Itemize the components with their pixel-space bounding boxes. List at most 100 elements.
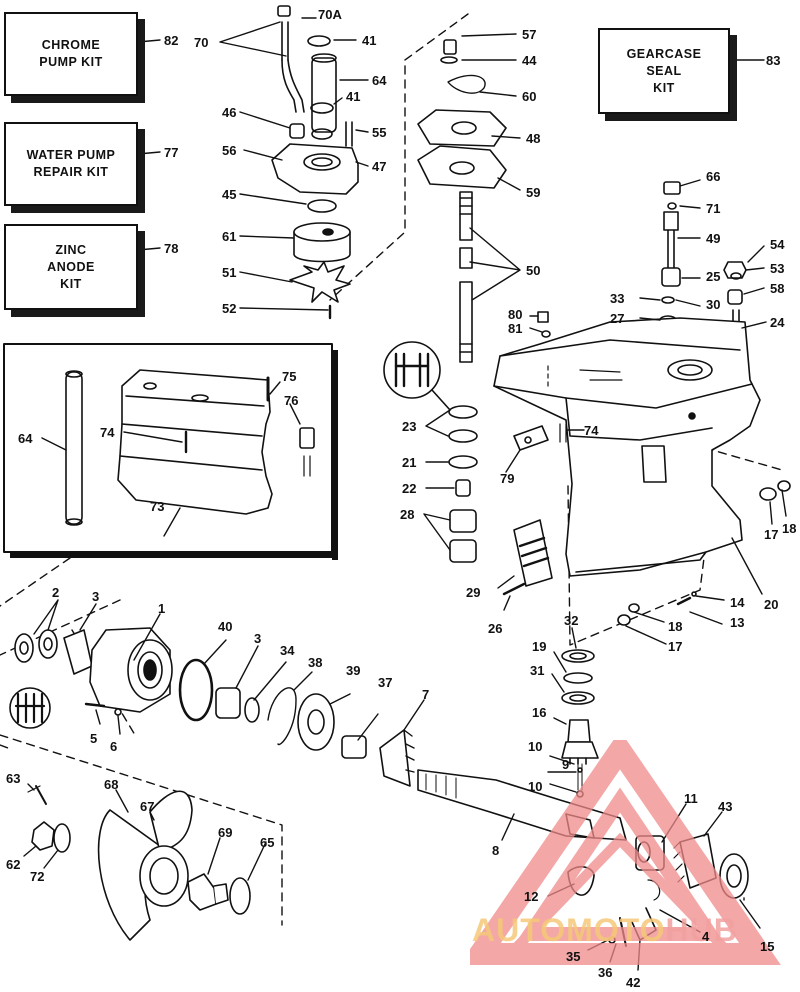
part-number: 36 [598,965,613,980]
part-number: 79 [500,471,515,486]
part-number: 78 [164,241,179,256]
part-number: 58 [770,281,785,296]
kit-box-line: ANODE [47,259,95,274]
part-number: 45 [222,187,237,202]
part-number: 35 [566,949,581,964]
part-number: 39 [346,663,361,678]
part-number: 46 [222,105,237,120]
part-number: 72 [30,869,45,884]
part-number: 64 [18,431,33,446]
part-number: 10 [528,779,543,794]
part-number: 28 [400,507,415,522]
part-number: 81 [508,321,523,336]
bearing-carrier-assembly [9,627,415,787]
part-number: 13 [730,615,745,630]
part-number: 55 [372,125,387,140]
part-number: 17 [668,639,683,654]
propeller-assembly [27,785,251,941]
drive-shaft-assembly [417,39,507,563]
part-number: 2 [52,585,60,600]
pump-assembly [271,5,359,320]
kit-box-chrome-pump: CHROME PUMP KIT [4,12,138,96]
part-number: 63 [6,771,21,786]
part-number: 11 [684,791,698,806]
kit-box-water-pump-repair: WATER PUMP REPAIR KIT [4,122,138,206]
leader-lines [23,17,787,971]
automotohub-watermark-logo [470,740,781,965]
part-number: 20 [764,597,779,612]
part-number: 53 [770,261,785,276]
part-number: 82 [164,33,179,48]
part-number: 54 [770,237,785,252]
kit-box-zinc-anode: ZINC ANODE KIT [4,224,138,310]
part-number: 5 [90,731,98,746]
part-number: 3 [254,631,262,646]
part-number: 56 [222,143,237,158]
part-number: 21 [402,455,417,470]
part-number: 42 [626,975,641,990]
part-number: 23 [402,419,417,434]
seal-detail-callout [383,341,451,411]
part-number: 19 [532,639,547,654]
part-number: 24 [770,315,785,330]
part-number: 40 [218,619,233,634]
part-number: 83 [766,53,781,68]
part-number: 25 [706,269,721,284]
part-number: 38 [308,655,323,670]
kit-box-line: ZINC [55,242,87,257]
part-number: 29 [466,585,481,600]
watermark-text-part1: AUTOMOTO [472,912,666,948]
part-number: 57 [522,27,537,42]
gearcase-housing-20 [493,317,761,577]
part-number: 74 [584,423,599,438]
part-number: 9 [562,757,570,772]
exhaust-housing-73 [117,369,273,515]
part-number: 30 [706,297,721,312]
part-number: 73 [150,499,165,514]
watermark-text-part2: HUB [665,912,738,948]
part-number: 43 [718,799,733,814]
part-number: 34 [280,643,295,658]
part-number: 52 [222,301,237,316]
part-number: 27 [610,311,625,326]
part-number: 62 [6,857,21,872]
part-number: 77 [164,145,179,160]
part-number: 74 [100,425,115,440]
part-number: 31 [530,663,545,678]
kit-box-line: CHROME [41,38,101,52]
part-number: 12 [524,889,539,904]
watermark-text: AUTOMOTOHUB [472,912,738,949]
part-number: 70 [194,35,209,50]
part-number: 37 [378,675,393,690]
part-number: 75 [282,369,297,384]
part-number: 41 [362,33,377,48]
part-number: 8 [492,843,500,858]
part-number: 15 [760,939,775,954]
part-number: 18 [668,619,683,634]
part-number: 67 [140,799,155,814]
kit-box-line: REPAIR KIT [33,165,109,179]
pinion-parts [561,649,599,765]
part-number: 44 [522,53,537,68]
kit-box-line: PUMP KIT [39,55,103,69]
kit-box-line: KIT [60,276,82,291]
part-number: 33 [610,291,625,306]
part-number: 69 [218,825,233,840]
part-number: 76 [284,393,299,408]
part-number: 61 [222,229,237,244]
part-number: 80 [508,307,523,322]
kit-box-line: KIT [653,80,675,95]
tube-64 [65,370,83,526]
part-number: 49 [706,231,721,246]
kit-box-line: GEARCASE [626,46,702,61]
part-number: 59 [526,185,541,200]
part-number: 51 [222,265,237,280]
kit-box-line: WATER PUMP [26,148,116,162]
part-number: 16 [532,705,547,720]
part-number: 70A [318,7,342,22]
part-number: 14 [730,595,745,610]
kit-box-line: SEAL [646,63,682,78]
part-number: 66 [706,169,721,184]
